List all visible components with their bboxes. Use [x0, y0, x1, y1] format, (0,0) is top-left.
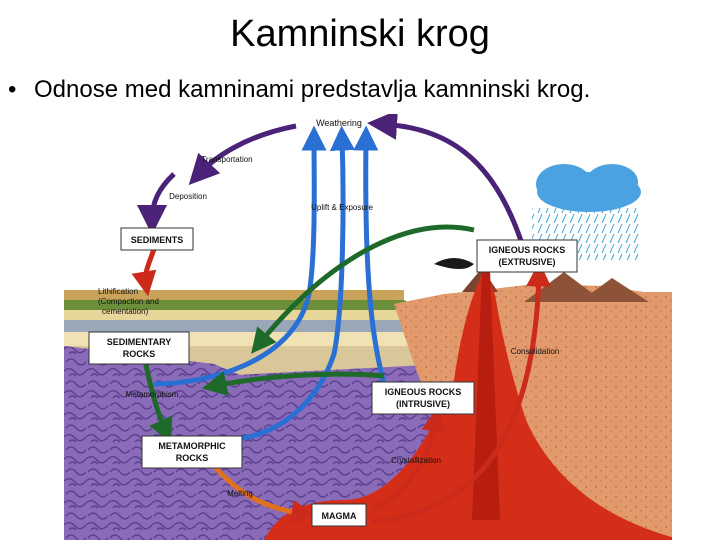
metamorphic-rocks-label-2: ROCKS: [176, 453, 209, 463]
bullet-symbol: •: [8, 76, 17, 103]
crystallization-label: Crystallization: [391, 456, 441, 465]
lithification-label-3: cementation): [102, 307, 149, 316]
metamorphic-rocks-box: [141, 435, 243, 469]
igneous-extrusive-box: [476, 239, 578, 273]
sediments-box: [120, 227, 194, 251]
sedimentary-rocks-box: [88, 331, 190, 365]
lithification-label-2: (Compaction and: [98, 297, 159, 306]
lithification-label: Lithification: [98, 287, 138, 296]
magma-label: MAGMA: [322, 511, 357, 521]
magma-box: [311, 503, 367, 527]
igneous-extrusive-label: IGNEOUS ROCKS: [489, 245, 566, 255]
melting-label: Melting: [227, 489, 253, 498]
uplift-exposure-label: Uplift & Exposure: [311, 203, 373, 212]
sedimentary-rocks-label-2: ROCKS: [123, 349, 156, 359]
consolidation-label: Consolidation: [511, 347, 559, 356]
bullet-item: • Odnose med kamninami predstavlja kamnin…: [8, 70, 720, 110]
red-arrows: [131, 248, 552, 525]
sediments-label: SEDIMENTS: [131, 235, 184, 245]
weathering-label: Weathering: [316, 118, 362, 128]
transportation-label: Transportation: [201, 155, 252, 164]
sedimentary-rocks-label: SEDIMENTARY: [107, 337, 172, 347]
metamorphism-label: Metamorphism: [126, 390, 179, 399]
metamorphic-layer: [64, 346, 444, 540]
deposition-label: Deposition: [169, 192, 207, 201]
weathering-arrows: [137, 110, 527, 251]
bullet-text: Odnose med kamninami predstavlja kamnins…: [34, 76, 591, 103]
volcano-plume: [434, 258, 474, 269]
igneous-intrusive-label: IGNEOUS ROCKS: [385, 387, 462, 397]
igneous-extrusive-label-2: (EXTRUSIVE): [498, 257, 555, 267]
igneous-intrusive-box: [371, 381, 475, 415]
metamorphic-rocks-label: METAMORPHIC: [158, 441, 226, 451]
rock-cycle-diagram: Weathering Transportation Deposition Upl…: [64, 110, 682, 540]
igneous-intrusive-label-2: (INTRUSIVE): [396, 399, 450, 409]
slide-title: Kamninski krog: [230, 13, 490, 55]
